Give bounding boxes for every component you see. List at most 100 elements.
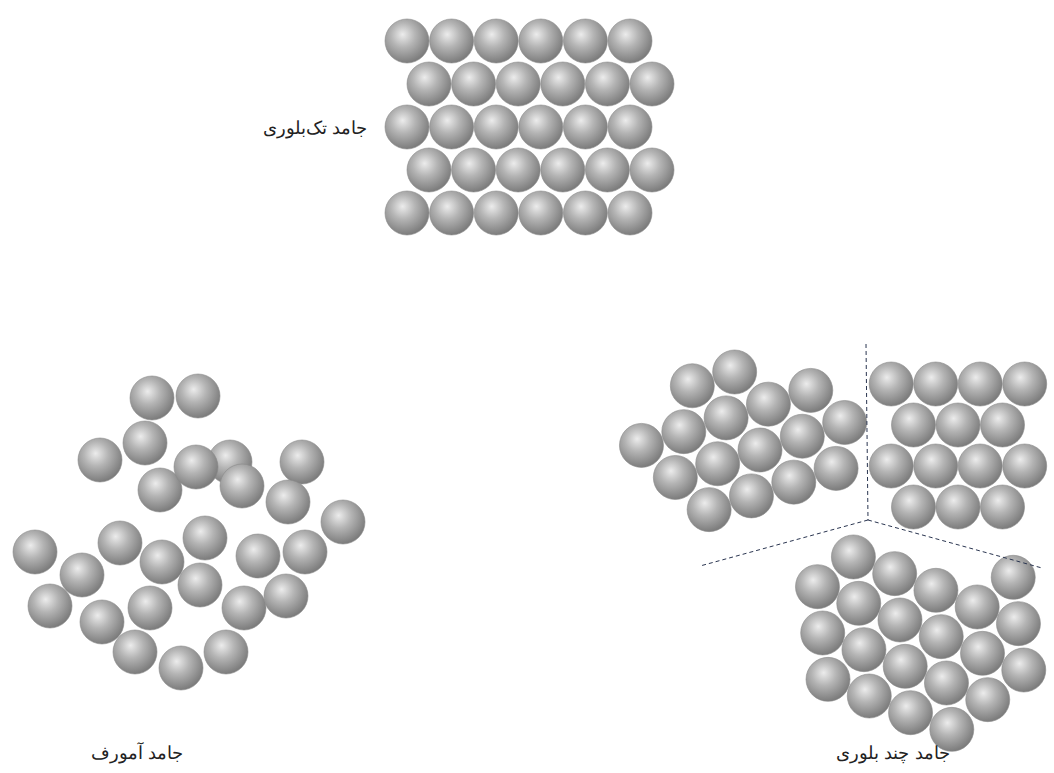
solid-type-label: جامد چند بلوری xyxy=(836,742,950,763)
particle xyxy=(869,444,913,488)
particle xyxy=(452,62,496,106)
particle xyxy=(847,674,891,718)
particle xyxy=(563,19,607,63)
particle xyxy=(519,19,563,63)
particle xyxy=(991,555,1035,599)
particle xyxy=(585,62,629,106)
solid-type-label: جامد آمورف xyxy=(91,742,184,763)
particle xyxy=(183,516,227,560)
particle xyxy=(789,368,833,412)
particle xyxy=(220,464,264,508)
grain-boundary-line xyxy=(700,520,868,566)
particle xyxy=(806,657,850,701)
particle xyxy=(407,62,451,106)
particle xyxy=(772,460,816,504)
particle xyxy=(1003,362,1047,406)
particle xyxy=(321,500,365,544)
particle xyxy=(687,488,731,532)
particle xyxy=(283,530,327,574)
particle xyxy=(924,661,968,705)
particle xyxy=(780,414,824,458)
particle xyxy=(914,362,958,406)
grain-boundary xyxy=(700,344,1042,568)
particle xyxy=(385,19,429,63)
particle xyxy=(958,362,1002,406)
particle xyxy=(130,376,174,420)
particle xyxy=(1003,444,1047,488)
particle xyxy=(696,442,740,486)
particle xyxy=(174,445,218,489)
particle xyxy=(608,19,652,63)
particle xyxy=(889,691,933,735)
particle xyxy=(78,438,122,482)
particle xyxy=(519,191,563,235)
particle xyxy=(878,598,922,642)
particle xyxy=(98,521,142,565)
particle xyxy=(892,485,936,529)
particle xyxy=(653,456,697,500)
particle xyxy=(729,474,773,518)
particle xyxy=(563,105,607,149)
solid-type-label: جامد تک‌بلوری xyxy=(263,117,368,138)
particle xyxy=(795,565,839,609)
particle xyxy=(958,444,1002,488)
particle xyxy=(738,428,782,472)
particle xyxy=(159,646,203,690)
particle xyxy=(204,630,248,674)
particle xyxy=(1002,648,1046,692)
particle xyxy=(80,600,124,644)
particle xyxy=(474,105,518,149)
particle xyxy=(266,480,310,524)
particle xyxy=(222,586,266,630)
particle xyxy=(704,396,748,440)
grain-boundary-line xyxy=(866,344,868,520)
particle xyxy=(823,400,867,444)
particle xyxy=(140,540,184,584)
particle xyxy=(619,423,663,467)
particle xyxy=(128,586,172,630)
particle xyxy=(981,403,1025,447)
particle xyxy=(936,403,980,447)
particle xyxy=(452,148,496,192)
particle xyxy=(430,19,474,63)
particle xyxy=(474,191,518,235)
particle xyxy=(407,148,451,192)
particle xyxy=(496,62,540,106)
particle xyxy=(13,530,57,574)
particle xyxy=(430,105,474,149)
particle xyxy=(966,678,1010,722)
particle xyxy=(60,553,104,597)
particle xyxy=(630,148,674,192)
particle xyxy=(630,62,674,106)
particle xyxy=(662,410,706,454)
particle xyxy=(28,584,72,628)
particle xyxy=(713,350,757,394)
particle xyxy=(563,191,607,235)
particle xyxy=(113,630,157,674)
particle xyxy=(585,148,629,192)
particle xyxy=(869,362,913,406)
particle xyxy=(280,440,324,484)
particle xyxy=(123,421,167,465)
particle xyxy=(996,602,1040,646)
particle xyxy=(955,585,999,629)
particle xyxy=(981,485,1025,529)
particle xyxy=(608,105,652,149)
particle xyxy=(873,552,917,596)
particle xyxy=(936,485,980,529)
particle xyxy=(519,105,563,149)
particle xyxy=(919,615,963,659)
particle xyxy=(831,535,875,579)
particle xyxy=(837,581,881,625)
particle xyxy=(842,628,886,672)
particle xyxy=(474,19,518,63)
particle xyxy=(914,568,958,612)
particle xyxy=(176,374,220,418)
particle xyxy=(608,191,652,235)
particle xyxy=(236,534,280,578)
particle xyxy=(385,105,429,149)
particle xyxy=(264,574,308,618)
particle xyxy=(385,191,429,235)
particle xyxy=(914,444,958,488)
